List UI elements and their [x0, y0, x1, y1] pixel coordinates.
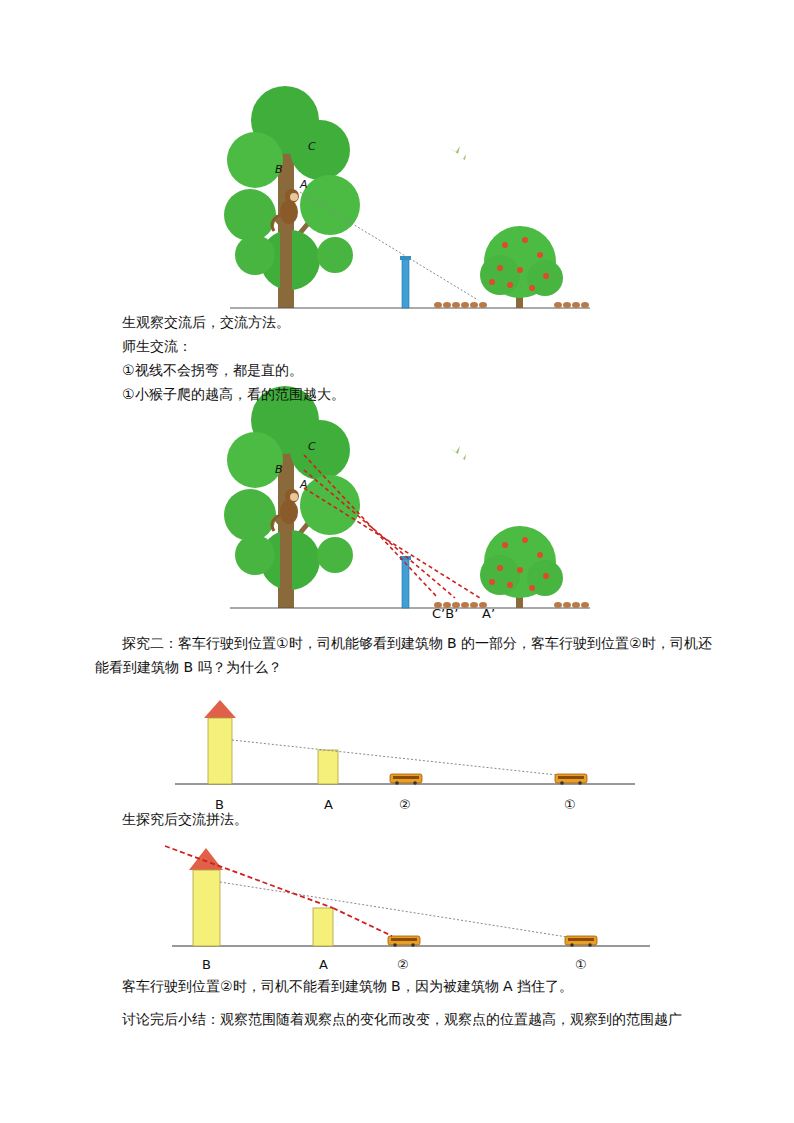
position-label: A	[324, 797, 333, 813]
body-text: 探究二：客车行驶到位置①时，司机能够看到建筑物 B 的一部分，客车行驶到位置②时…	[95, 631, 725, 679]
body-text: ①视线不会拐弯，都是直的。	[122, 362, 303, 379]
position-label: ②	[399, 797, 411, 813]
position-label: ①	[564, 797, 576, 813]
body-text: 讨论完后小结：观察范围随着观察点的变化而改变，观察点的位置越高，观察到的范围越广	[122, 1011, 682, 1028]
point-letter: C’B’	[432, 606, 458, 622]
position-label: ②	[397, 957, 409, 973]
position-label: B	[215, 797, 224, 813]
body-text: ①小猴子爬的越高，看的范围越大。	[122, 386, 345, 403]
body-text: 客车行驶到位置②时，司机不能看到建筑物 B，因为被建筑物 A 挡住了。	[122, 978, 573, 995]
point-letter: B	[275, 163, 283, 176]
body-text: 生探究后交流拼法。	[122, 811, 248, 828]
position-label: A	[319, 957, 328, 973]
position-label: B	[202, 957, 211, 973]
point-letter: A	[300, 178, 308, 191]
body-text: 师生交流：	[122, 338, 192, 355]
body-text: 生观察交流后，交流方法。	[122, 314, 290, 331]
point-letter: C	[308, 440, 316, 453]
point-letter: A	[300, 478, 308, 491]
point-letter: B	[275, 463, 283, 476]
position-label: ①	[575, 957, 587, 973]
point-letter: C	[308, 140, 316, 153]
point-letter: A’	[482, 606, 495, 622]
